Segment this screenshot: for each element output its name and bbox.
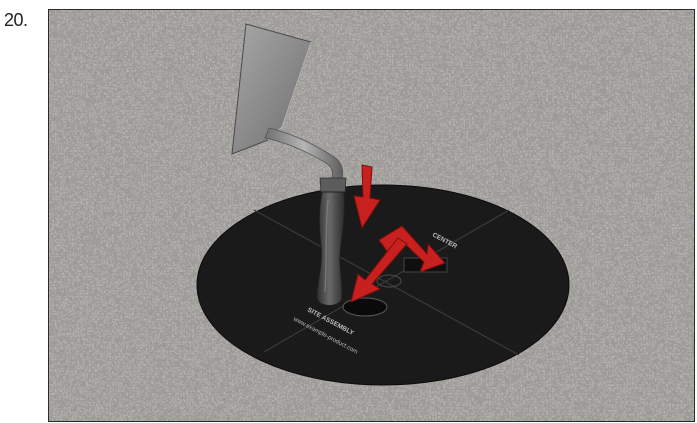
step-number: 20. — [4, 10, 28, 31]
assembly-illustration: SITE ASSEMBLY www.example-product.com CE… — [49, 10, 694, 421]
black-pad: SITE ASSEMBLY www.example-product.com CE… — [197, 185, 569, 385]
trowel-handle — [317, 192, 345, 306]
illustration-frame: SITE ASSEMBLY www.example-product.com CE… — [48, 9, 695, 422]
